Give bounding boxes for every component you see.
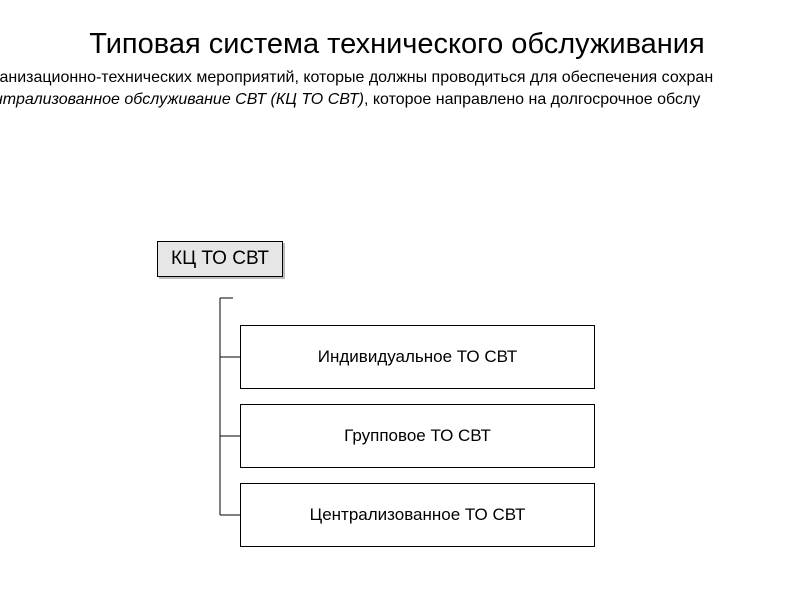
body-text-line-2-rest: , которое направлено на долгосрочное обс… — [363, 91, 701, 108]
root-node-kc-to-svt: КЦ ТО СВТ — [157, 241, 283, 277]
child-node-individual: Индивидуальное ТО СВТ — [240, 325, 595, 389]
body-text-line-1: ганизационно-технических мероприятий, ко… — [0, 69, 714, 86]
child-node-centralized: Централизованное ТО СВТ — [240, 483, 595, 547]
child-node-group: Групповое ТО СВТ — [240, 404, 595, 468]
body-text-line-2-italic: нтрализованное обслуживание СВТ (КЦ ТО С… — [0, 91, 364, 108]
child-node-label: Централизованное ТО СВТ — [309, 505, 526, 524]
child-node-label: Групповое ТО СВТ — [344, 426, 491, 445]
slide-title: Типовая система технического обслуживани… — [89, 28, 705, 60]
root-node-label: КЦ ТО СВТ — [171, 248, 269, 269]
child-node-label: Индивидуальное ТО СВТ — [317, 347, 518, 366]
body-text-line-2: нтрализованное обслуживание СВТ (КЦ ТО С… — [0, 90, 700, 110]
